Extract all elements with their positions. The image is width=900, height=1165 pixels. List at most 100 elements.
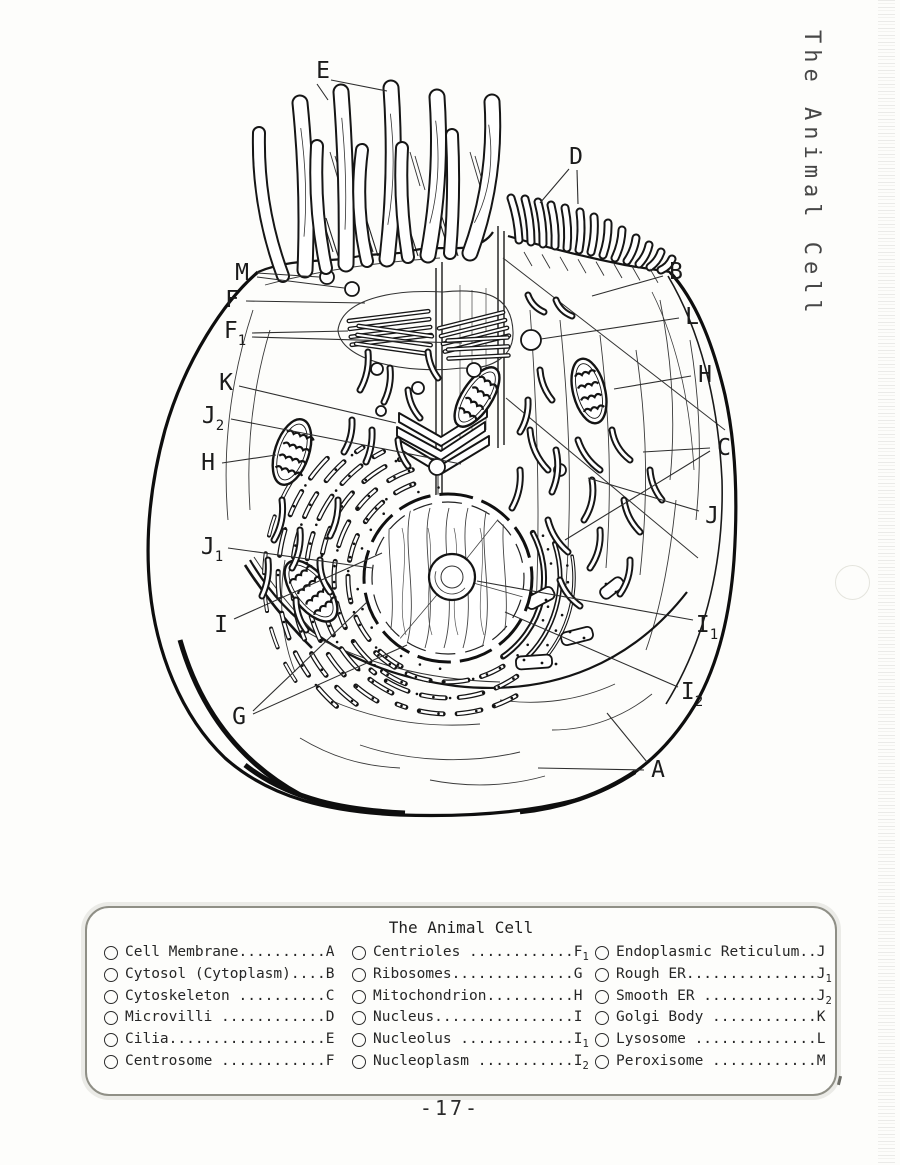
answer-letter: F (325, 1052, 335, 1069)
answer-bubble[interactable] (595, 946, 609, 960)
answer-letter: L (816, 1031, 826, 1048)
legend-item-label: Golgi Body ............ (616, 1009, 817, 1026)
legend-item-smooth-er: Smooth ER .............J2 (595, 988, 832, 1010)
answer-bubble[interactable] (352, 989, 366, 1004)
answer-letter: B (325, 965, 335, 982)
legend-item-ribosomes: Ribosomes..............G (352, 966, 589, 988)
answer-bubble[interactable] (352, 967, 366, 982)
answer-bubble[interactable] (352, 1011, 366, 1026)
answer-letter: F1 (573, 944, 589, 963)
answer-letter: J2 (816, 987, 832, 1007)
leader-line-A (537, 767, 645, 771)
leader-line-I (233, 552, 383, 620)
answer-bubble[interactable] (595, 989, 609, 1004)
answer-letter: C (325, 987, 335, 1004)
diagram-label-E: E (316, 58, 330, 84)
legend-item-nucleolus: Nucleolus .............I1 (352, 1031, 589, 1053)
legend-item-label: Cytoskeleton .......... (125, 987, 326, 1004)
leader-line-J (587, 477, 700, 512)
answer-key-box: The Animal Cell Cell Membrane..........A… (85, 906, 837, 1096)
diagram-label-C: C (717, 435, 731, 461)
leader-line-A (606, 712, 648, 763)
legend-item-label: Nucleus................ (373, 1009, 574, 1026)
diagram-label-H-left: H (201, 450, 215, 476)
answer-bubble[interactable] (104, 1054, 118, 1069)
leader-line-I1 (476, 580, 694, 621)
diagram-label-G: G (232, 704, 246, 730)
answer-bubble[interactable] (104, 989, 118, 1004)
legend-item-label: Centrioles ............ (373, 944, 574, 960)
answer-bubble[interactable] (352, 1054, 366, 1069)
answer-bubble[interactable] (352, 946, 366, 960)
legend-item-lysosome: Lysosome ..............L (595, 1031, 832, 1053)
answer-letter: M (816, 1052, 826, 1069)
legend-item-label: Smooth ER ............. (616, 987, 817, 1004)
answer-bubble[interactable] (595, 1033, 609, 1048)
vesicle (411, 381, 425, 395)
diagram-label-J2: J2 (202, 403, 224, 434)
diagram-label-K: K (219, 370, 233, 396)
leader-line-F1 (251, 336, 463, 344)
legend-item-label: Peroxisome ............ (616, 1052, 817, 1069)
leader-line-L (540, 317, 680, 340)
diagram-label-H-right: H (698, 362, 712, 388)
leader-line-D (539, 168, 570, 204)
legend-item-label: Nucleoplasm ........... (373, 1052, 574, 1069)
leader-line-G (252, 644, 408, 715)
answer-bubble[interactable] (104, 1033, 118, 1048)
vesicle (428, 458, 446, 476)
legend-item-label: Microvilli ............ (125, 1009, 326, 1026)
answer-bubble[interactable] (595, 1011, 609, 1026)
hole-punch-mark (835, 565, 870, 600)
answer-bubble[interactable] (104, 946, 118, 960)
leader-line-F1 (251, 330, 349, 334)
leader-line-I2 (504, 611, 679, 688)
diagram-label-A: A (651, 757, 665, 783)
answer-bubble[interactable] (352, 1033, 366, 1048)
leader-line-K (238, 385, 397, 424)
legend-item-label: Rough ER............... (616, 965, 817, 982)
answer-letter: E (325, 1031, 335, 1048)
leader-line-C (642, 447, 711, 453)
answer-letter: K (816, 1009, 826, 1026)
leader-line-J1 (227, 547, 373, 569)
answer-letter: I (573, 1009, 583, 1026)
legend-item-microvilli: Microvilli ............D (104, 1009, 335, 1031)
diagram-label-M: M (235, 260, 249, 286)
answer-bubble[interactable] (104, 967, 118, 982)
leader-line-B (591, 275, 664, 297)
diagram-label-F: F (225, 287, 239, 313)
vesicle (466, 362, 482, 378)
legend-item-label: Endoplasmic Reticulum.. (616, 944, 817, 960)
legend-item-endoplasmic-reticulum: Endoplasmic Reticulum..J (595, 944, 832, 966)
leader-line-M (256, 276, 345, 289)
cytoskeleton-lines (225, 257, 723, 786)
diagram-label-B: B (669, 259, 683, 285)
nucleus (362, 492, 534, 664)
vertical-page-title: The Animal Cell (799, 30, 824, 319)
answer-bubble[interactable] (104, 1011, 118, 1026)
diagram-label-I: I (214, 612, 228, 638)
legend-item-label: Cell Membrane.......... (125, 944, 326, 960)
answer-bubble[interactable] (595, 1054, 609, 1069)
leader-line-H-right (613, 375, 692, 390)
answer-letter: H (573, 987, 583, 1004)
leader-line-F (245, 300, 366, 304)
legend-item-label: Lysosome .............. (616, 1031, 817, 1048)
leader-line-M (256, 272, 320, 278)
answer-letter: I2 (573, 1052, 589, 1072)
answer-bubble[interactable] (595, 967, 609, 982)
answer-letter: D (325, 1009, 335, 1026)
legend-item-nucleoplasm: Nucleoplasm ...........I2 (352, 1053, 589, 1075)
legend-item-label: Centrosome ............ (125, 1052, 326, 1069)
nucleolus (427, 552, 477, 602)
leader-line-E (316, 83, 329, 101)
legend-item-centrioles: Centrioles ............F1 (352, 944, 589, 966)
organelles (258, 269, 666, 634)
